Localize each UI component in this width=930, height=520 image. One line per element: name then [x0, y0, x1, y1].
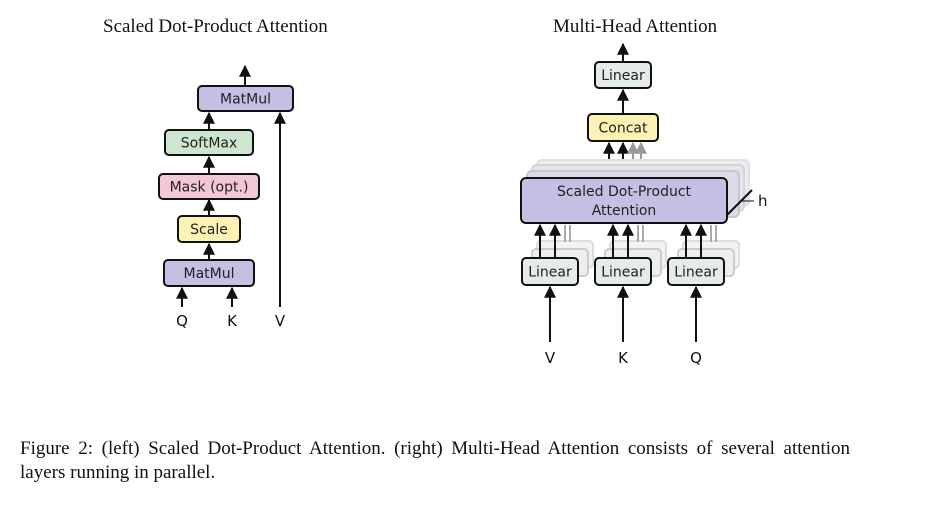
figure-caption: Figure 2: (left) Scaled Dot-Product Atte…	[20, 438, 850, 483]
scaled-dot-product-diagram: MatMul SoftMax Mask (opt.) Scale MatMul …	[158, 64, 294, 330]
linear-v-box: Linear	[521, 257, 579, 286]
linear-top-label: Linear	[601, 68, 645, 84]
multi-head-attention-diagram: Linear Concat Scaled Dot-Product Attenti…	[520, 42, 768, 367]
matmul-top-box: MatMul	[197, 85, 294, 112]
right-input-q: Q	[690, 349, 702, 367]
linear-q-label: Linear	[674, 265, 718, 281]
mask-label: Mask (opt.)	[170, 180, 249, 196]
linear-top-box: Linear	[594, 61, 652, 89]
scaled-dot-product-attention-box: Scaled Dot-Product Attention	[520, 177, 728, 224]
softmax-label: SoftMax	[181, 136, 238, 152]
heads-label: h	[758, 192, 768, 210]
attention-label-line2: Attention	[592, 203, 657, 219]
linear-k-box: Linear	[594, 257, 652, 286]
left-diagram-title: Scaled Dot-Product Attention	[103, 16, 328, 37]
left-input-k: K	[227, 312, 238, 330]
linear-q-box: Linear	[667, 257, 725, 286]
matmul-bottom-box: MatMul	[163, 259, 255, 287]
right-input-k: K	[618, 349, 629, 367]
left-input-q: Q	[176, 312, 188, 330]
scale-box: Scale	[177, 215, 241, 243]
scale-label: Scale	[190, 222, 228, 238]
right-input-v: V	[545, 349, 556, 367]
concat-label: Concat	[599, 121, 648, 137]
attention-label-line1: Scaled Dot-Product	[557, 184, 692, 200]
right-diagram-title: Multi-Head Attention	[553, 16, 718, 37]
linear-k-label: Linear	[601, 265, 645, 281]
concat-box: Concat	[587, 113, 659, 142]
left-input-v: V	[275, 312, 286, 330]
heads-indicator: h	[726, 189, 768, 216]
softmax-box: SoftMax	[164, 129, 254, 156]
mask-box: Mask (opt.)	[158, 173, 260, 200]
matmul-bottom-label: MatMul	[184, 266, 235, 282]
matmul-top-label: MatMul	[220, 92, 271, 108]
linear-v-label: Linear	[528, 265, 572, 281]
attention-diagrams: MatMul SoftMax Mask (opt.) Scale MatMul …	[158, 42, 768, 367]
